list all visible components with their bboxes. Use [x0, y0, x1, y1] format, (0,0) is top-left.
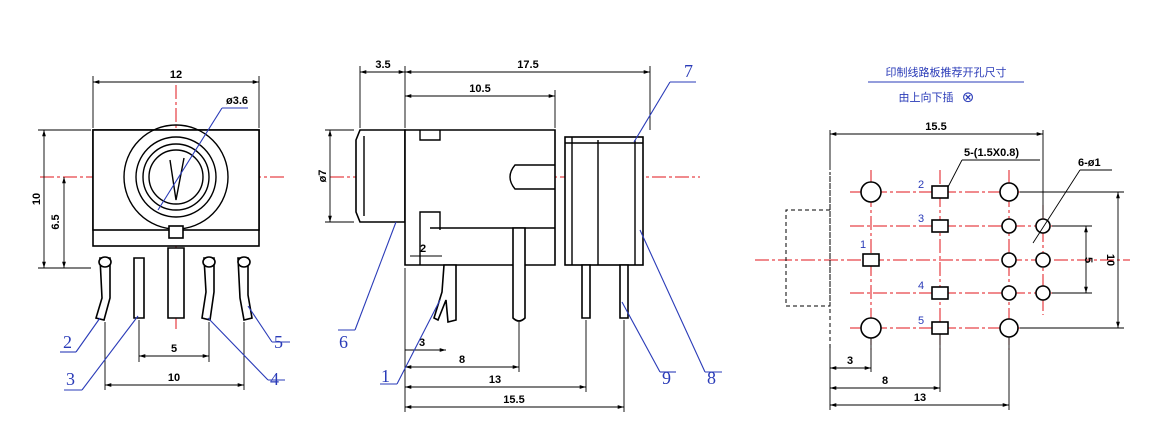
front-pins: [94, 247, 253, 321]
dim-hole-spec: 6-ø1: [1078, 157, 1101, 169]
dim-side-17-5: 17.5: [517, 59, 538, 71]
dim-pcb-pitch-large: 10: [1104, 254, 1116, 266]
callout-5: 5: [274, 332, 283, 352]
pcb-pin-label-4: 4: [918, 280, 924, 292]
dim-slot-spec: 5-(1.5X0.8): [964, 147, 1019, 159]
pcb-subtitle: 由上向下插: [899, 90, 954, 104]
dim-pcb-13: 13: [914, 392, 926, 404]
callout-3: 3: [66, 369, 75, 389]
dim-side-8: 8: [459, 354, 465, 366]
dim-side-13: 13: [489, 374, 501, 386]
insert-direction-icon: ⊗: [962, 88, 975, 106]
dim-side-3: 3: [419, 337, 425, 349]
dim-hole-diameter: ø3.6: [226, 95, 248, 107]
callout-7: 7: [684, 61, 693, 81]
pcb-pin-label-2: 2: [918, 179, 924, 191]
dim-side-diameter: ø7: [317, 170, 329, 183]
dim-pin-span-outer: 10: [168, 372, 180, 384]
dim-pin-span-inner: 5: [171, 343, 177, 355]
dim-front-width: 12: [170, 69, 182, 81]
dim-side-2: 2: [420, 243, 426, 255]
dim-front-height: 10: [31, 193, 43, 205]
dim-pcb-3: 3: [847, 355, 853, 367]
callout-8: 8: [707, 368, 716, 388]
side-callouts: 6 1 9 8 7: [338, 61, 722, 388]
dim-pcb-8: 8: [882, 375, 888, 387]
front-callouts: 2 3 4 5: [60, 305, 290, 391]
side-view: 3.5 17.5 10.5 ø7 2 3 8 13 15.5 6 1: [317, 59, 722, 412]
callout-4: 4: [270, 369, 279, 389]
callout-1: 1: [381, 366, 390, 386]
dim-center-height: 6.5: [50, 214, 62, 229]
pcb-slots: [862, 185, 949, 335]
dim-pcb-width: 15.5: [925, 121, 946, 133]
dim-side-10-5: 10.5: [469, 83, 490, 95]
callout-9: 9: [662, 368, 671, 388]
callout-2: 2: [63, 332, 72, 352]
pcb-pin-label-1: 1: [860, 239, 866, 251]
callout-6: 6: [339, 332, 348, 352]
pcb-layout: 印制线路板推荐开孔尺寸 由上向下插 ⊗: [755, 65, 1130, 410]
dim-side-3-5: 3.5: [375, 59, 390, 71]
pcb-pin-label-3: 3: [918, 213, 924, 225]
pcb-holes: [860, 181, 1051, 339]
pcb-pin-label-5: 5: [918, 315, 924, 327]
pcb-title: 印制线路板推荐开孔尺寸: [886, 65, 1007, 79]
dim-side-15-5: 15.5: [503, 394, 524, 406]
front-view: 12 ø3.6 10 6.5 5 10 2 3 4 5: [31, 69, 290, 391]
dim-pcb-pitch-small: 5: [1082, 257, 1094, 263]
